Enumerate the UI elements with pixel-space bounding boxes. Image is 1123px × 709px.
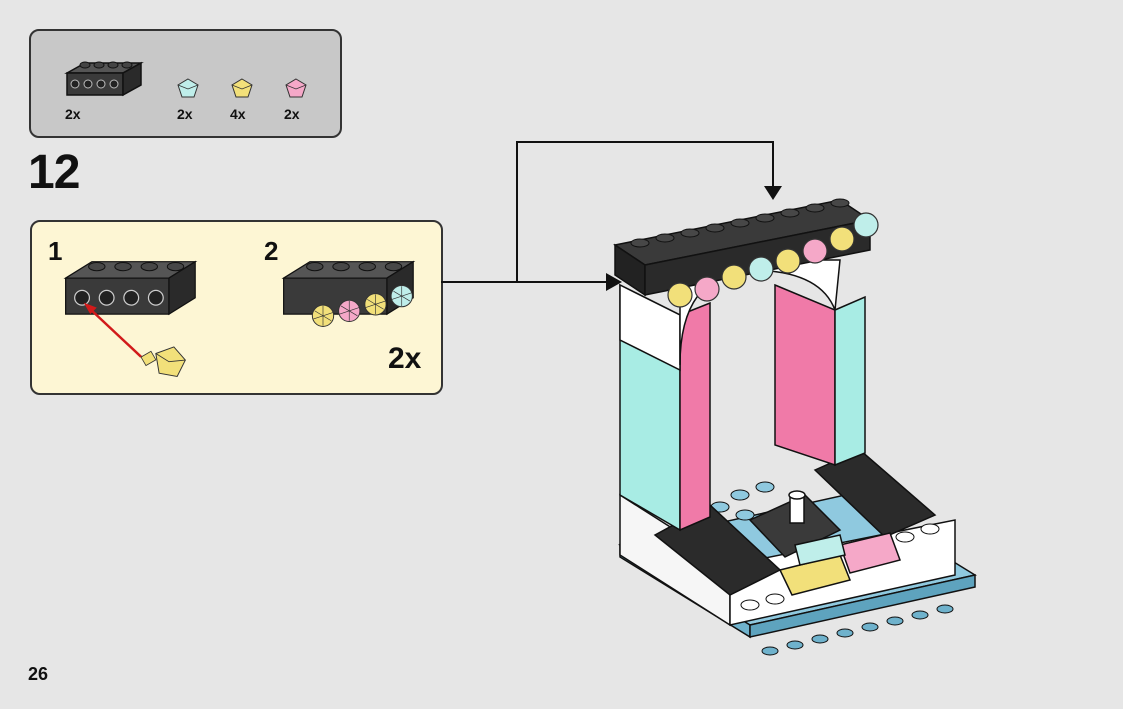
- subassembly-callout: 1 2: [30, 220, 443, 395]
- parts-qty-brick: 2x: [65, 106, 81, 122]
- substep-2-label: 2: [264, 236, 279, 266]
- step-number: 12: [28, 146, 80, 199]
- page-number: 26: [28, 664, 49, 684]
- substep-multiplier: 2x: [388, 342, 422, 375]
- parts-qty-pink-diamond: 2x: [284, 106, 300, 122]
- aqua-diamond-icon: [177, 78, 199, 98]
- black-brick-1x4-icon: [64, 61, 144, 97]
- substep-1-label: 1: [48, 236, 63, 266]
- parts-callout: 2x 2x 4x 2x: [29, 29, 342, 138]
- pink-diamond-icon: [285, 78, 307, 98]
- parts-qty-yellow-diamond: 4x: [230, 106, 246, 122]
- yellow-diamond-icon: [231, 78, 253, 98]
- parts-qty-aqua-diamond: 2x: [177, 106, 193, 122]
- substep-1-brick-icon: [63, 260, 198, 378]
- main-model-illustration: [613, 198, 977, 656]
- substep-2-brick-icon: [281, 260, 416, 327]
